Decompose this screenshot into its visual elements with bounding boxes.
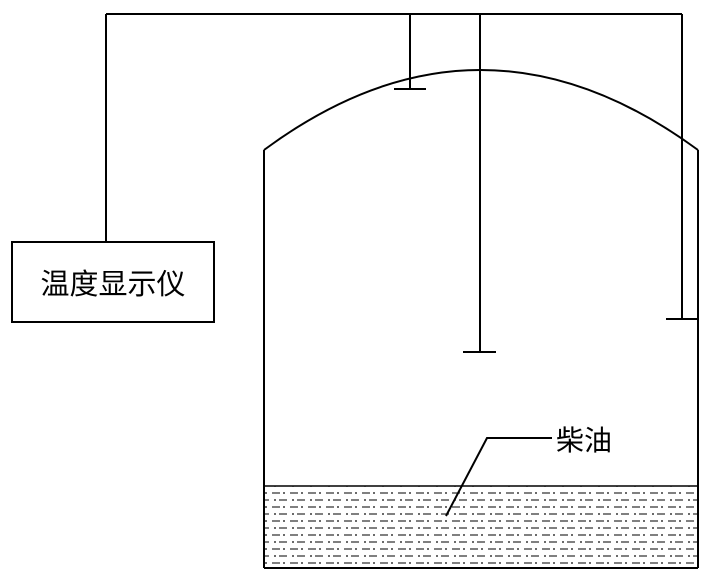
diesel-oil-layer xyxy=(264,485,698,567)
temperature-display-label: 温度显示仪 xyxy=(40,267,185,301)
diesel-leader-line xyxy=(445,437,552,517)
probe-top xyxy=(394,14,426,90)
diesel-label: 柴油 xyxy=(556,424,612,457)
temperature-probes xyxy=(394,14,698,353)
temperature-display-box xyxy=(11,241,215,323)
signal-wiring xyxy=(105,13,682,242)
probe-side xyxy=(666,14,698,320)
probe-middle xyxy=(463,14,496,353)
